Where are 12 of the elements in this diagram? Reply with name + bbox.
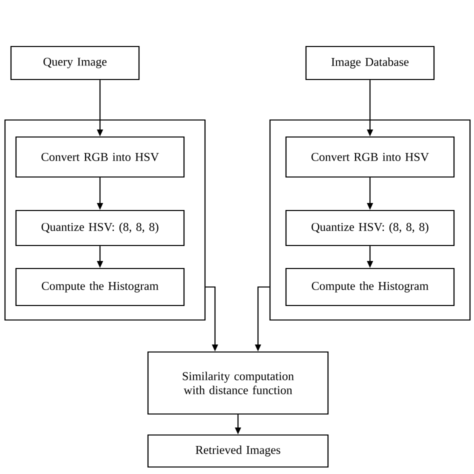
process-box: Convert RGB into HSV <box>15 136 185 178</box>
process-box: Image Database <box>305 46 435 80</box>
group-frame <box>269 119 471 321</box>
process-box: Retrieved Images <box>147 434 329 468</box>
group-frame <box>4 119 206 321</box>
process-box: Quantize HSV: (8, 8, 8) <box>15 210 185 246</box>
process-box: Query Image <box>10 46 140 80</box>
process-box: Compute the Histogram <box>15 268 185 306</box>
process-box: Convert RGB into HSV <box>285 136 455 178</box>
process-box: Quantize HSV: (8, 8, 8) <box>285 210 455 246</box>
process-box: Compute the Histogram <box>285 268 455 306</box>
process-box: Similarity computation with distance function <box>147 351 329 415</box>
